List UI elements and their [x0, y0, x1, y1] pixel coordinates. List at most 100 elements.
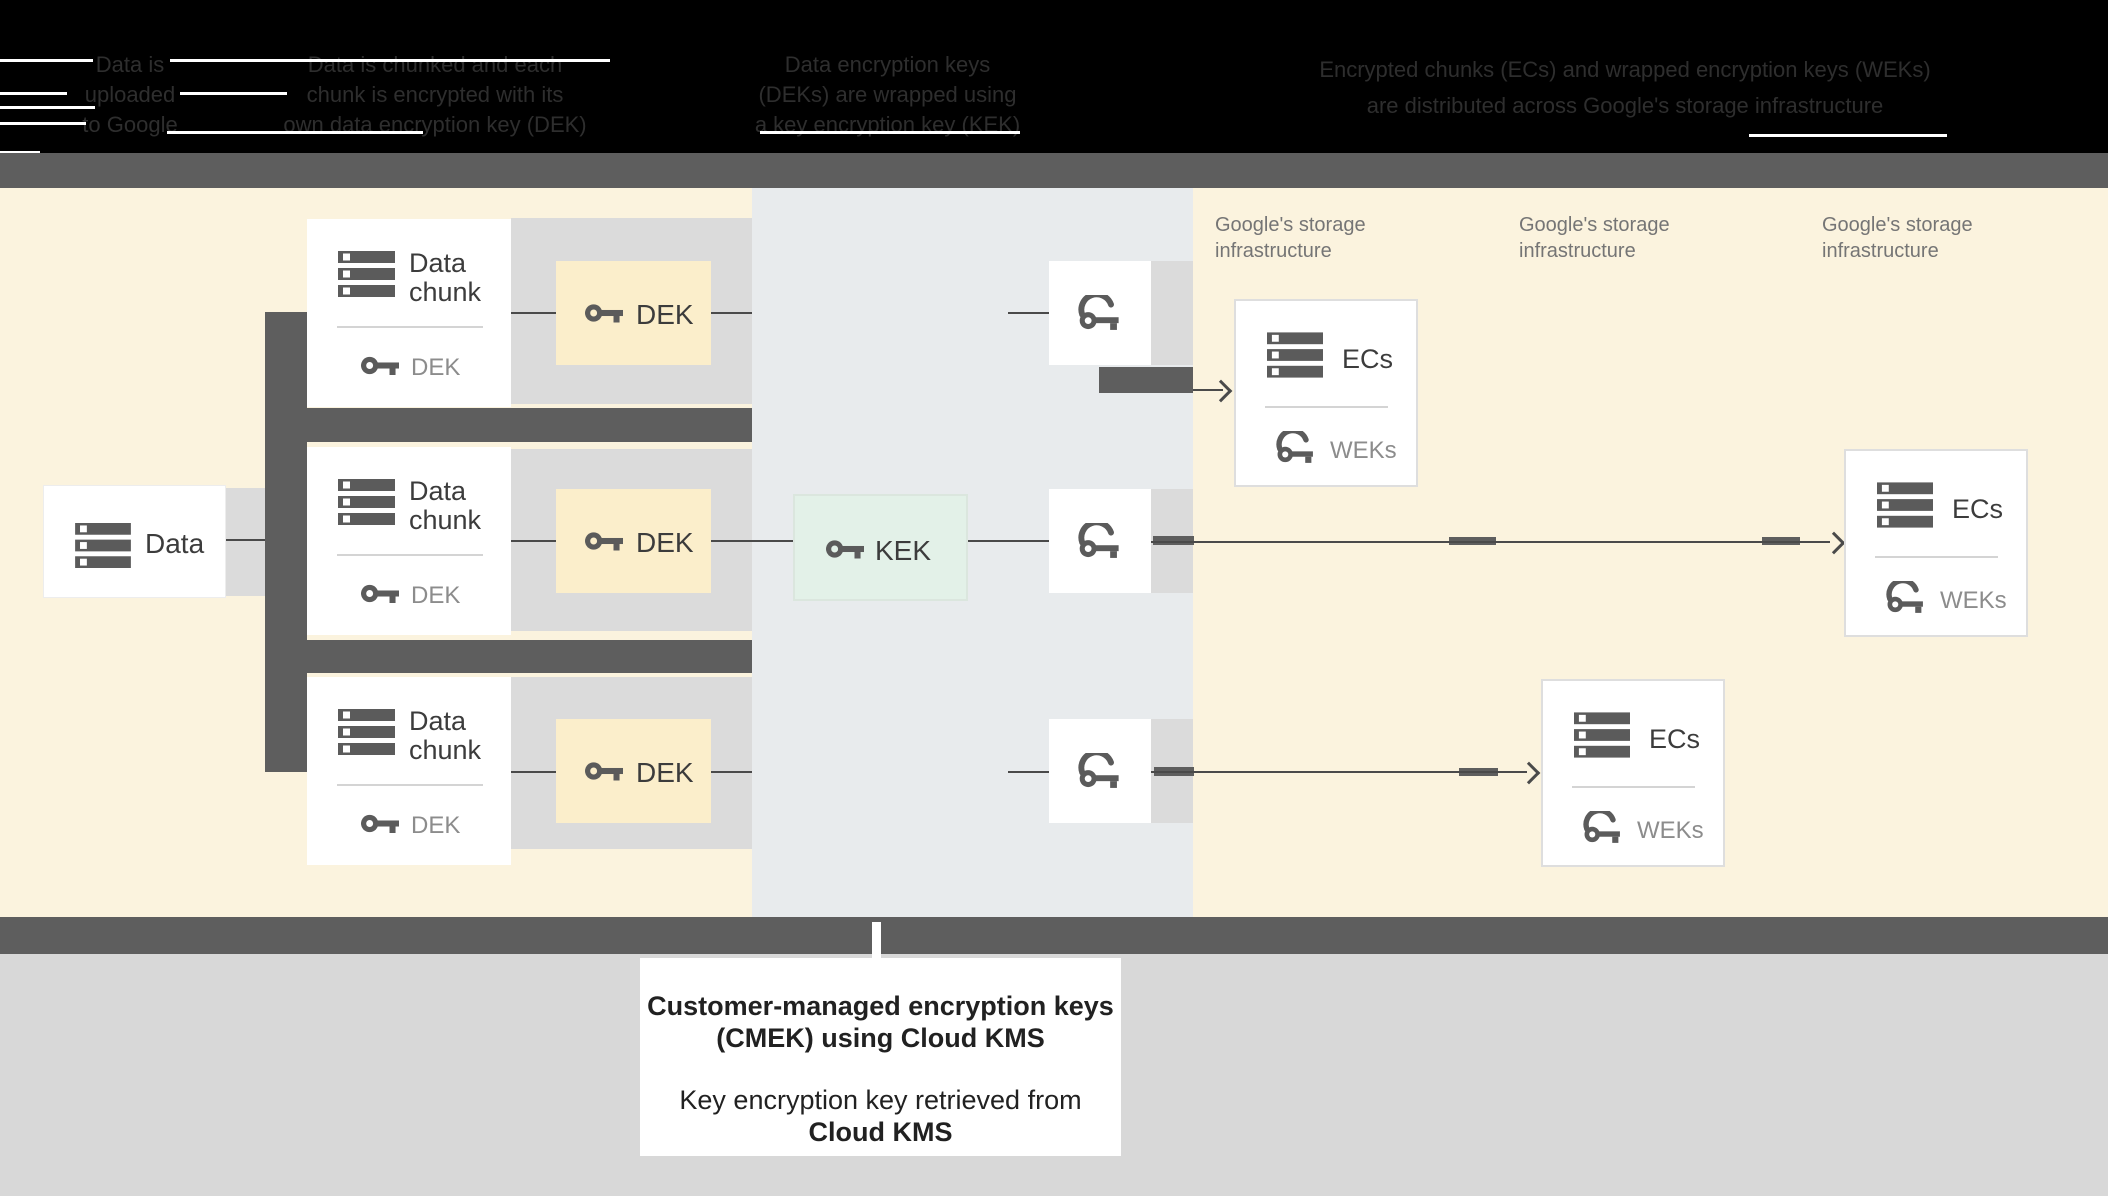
connector-line [1008, 312, 1049, 314]
pipe-dash [1153, 536, 1194, 545]
bottom-divider-band [0, 917, 2108, 954]
chunk-card-title: Data chunk [409, 706, 482, 765]
legend-line: chunk is encrypted with its [306, 82, 564, 107]
legend-line: to Google [82, 112, 178, 137]
legend-line: Data is [95, 52, 165, 77]
connector-line [711, 540, 793, 542]
connector-line [511, 312, 556, 314]
legend-line: are distributed across Google's storage … [1366, 93, 1884, 118]
storage-label-line: Google's storage [1519, 214, 1670, 236]
dek-box: DEK [556, 261, 711, 365]
database-icon [338, 709, 395, 755]
header-line-fragment [180, 92, 287, 95]
dek-box-label: DEK [636, 527, 694, 558]
legend-note-chunking: Data is chunked and each chunk is encryp… [255, 50, 615, 140]
key-icon [585, 760, 623, 782]
kek-box: KEK [793, 494, 968, 601]
storage-label-line: infrastructure [1215, 240, 1332, 262]
caption-spacer [640, 1054, 1121, 1084]
data-chunk-card: Data chunk DEK [307, 219, 511, 407]
header-line-fragment [1749, 134, 1947, 137]
ec-card-title: ECs [1952, 494, 2004, 524]
legend-line: a key encryption key (KEK) [754, 112, 1021, 137]
horizontal-pipe [265, 640, 752, 673]
ec-card-weks-sublabel: WEKs [1330, 437, 1397, 464]
storage-label-line: Google's storage [1215, 214, 1366, 236]
storage-infrastructure-label: Google's storage infrastructure [1519, 212, 1729, 264]
database-icon [338, 251, 395, 297]
flow-arrow-line [1151, 771, 1527, 773]
wrap-operation-box [1049, 261, 1151, 365]
wrapped-key-icon [1276, 431, 1316, 464]
key-icon [585, 302, 623, 324]
header-line-fragment [0, 59, 93, 62]
chunk-card-title: Data chunk [409, 476, 482, 535]
horizontal-pipe [265, 408, 752, 442]
wrapped-key-icon [1583, 811, 1623, 844]
connector-line [968, 540, 1049, 542]
fanout-trunk-pipe [265, 312, 307, 772]
keybox-band [1151, 261, 1193, 365]
wrap-operation-box [1049, 719, 1151, 823]
card-separator [337, 784, 483, 786]
connector-line [1008, 771, 1049, 773]
flow-arrow-line [1151, 541, 1830, 543]
key-icon [585, 530, 623, 552]
storage-label-line: Google's storage [1822, 214, 1973, 236]
flow-arrow-line [1193, 389, 1223, 391]
legend-line: (DEKs) are wrapped using [758, 82, 1017, 107]
dek-box-label: DEK [636, 299, 694, 330]
connector-line [711, 312, 752, 314]
connector-line [224, 539, 265, 541]
ec-storage-card: ECs WEKs [1234, 299, 1418, 487]
dek-box-label: DEK [636, 757, 694, 788]
wrapped-key-icon [1078, 523, 1122, 559]
storage-infrastructure-label: Google's storage infrastructure [1215, 212, 1425, 264]
card-separator [1572, 786, 1695, 788]
legend-line: Data is chunked and each [307, 52, 563, 77]
wrap-operation-box [1049, 489, 1151, 593]
chunk-dek-sublabel: DEK [411, 812, 461, 839]
key-icon [826, 538, 864, 560]
legend-note-upload: Data is uploaded to Google [40, 50, 220, 140]
legend-line: Data encryption keys [784, 52, 991, 77]
database-icon [338, 479, 395, 525]
storage-label-line: infrastructure [1822, 240, 1939, 262]
database-icon [1877, 482, 1933, 528]
header-line-fragment [0, 151, 40, 154]
caption-connector-notch [872, 922, 881, 960]
data-card-label: Data [145, 528, 205, 559]
header-line-fragment [167, 131, 423, 134]
card-separator [337, 554, 483, 556]
caption-title-line: Customer-managed encryption keys [647, 991, 1114, 1021]
caption-box: Customer-managed encryption keys (CMEK) … [640, 958, 1121, 1156]
dek-box: DEK [556, 719, 711, 823]
header-banner [0, 0, 2108, 153]
legend-note-wrapping: Data encryption keys (DEKs) are wrapped … [740, 50, 1035, 140]
key-icon [361, 813, 399, 834]
connector-line [511, 540, 556, 542]
top-divider-band [0, 153, 2108, 188]
chunk-card-title: Data chunk [409, 248, 482, 307]
dek-box: DEK [556, 489, 711, 593]
caption-title-line: (CMEK) using Cloud KMS [716, 1023, 1045, 1053]
ec-card-title: ECs [1342, 344, 1394, 374]
database-icon [1574, 712, 1630, 758]
wrapped-key-icon [1078, 753, 1122, 789]
ec-card-weks-sublabel: WEKs [1637, 817, 1704, 844]
chunk-dek-sublabel: DEK [411, 354, 461, 381]
legend-line: own data encryption key (DEK) [283, 112, 587, 137]
storage-infrastructure-label: Google's storage infrastructure [1822, 212, 2032, 264]
legend-line: uploaded [84, 82, 176, 107]
database-icon [75, 523, 131, 568]
legend-note-distribution: Encrypted chunks (ECs) and wrapped encry… [1295, 52, 1955, 124]
card-separator [1265, 406, 1388, 408]
connector-line [511, 771, 556, 773]
data-chunk-card: Data chunk DEK [307, 677, 511, 865]
chunk-dek-sublabel: DEK [411, 582, 461, 609]
data-chunk-card: Data chunk DEK [307, 447, 511, 635]
header-line-fragment [0, 106, 95, 109]
data-connector-band [224, 488, 265, 596]
storage-label-line: infrastructure [1519, 240, 1636, 262]
